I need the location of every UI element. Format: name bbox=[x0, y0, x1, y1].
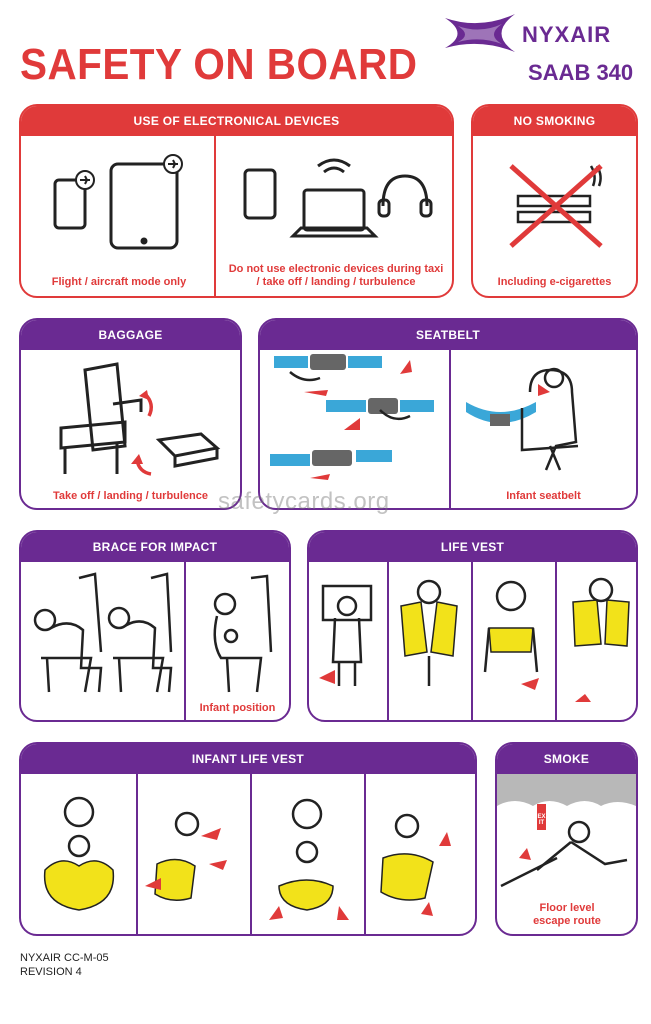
brand-name: NYXAIR bbox=[522, 22, 612, 47]
panel-divider bbox=[250, 774, 252, 934]
brace-panel: BRACE FOR IMPACT Infant position bbox=[19, 530, 291, 722]
panel-divider bbox=[364, 774, 366, 934]
no-smoking-panel-title: NO SMOKING bbox=[473, 106, 636, 136]
life-vest-panel: LIFE VEST bbox=[307, 530, 638, 722]
devices-illustration bbox=[53, 154, 433, 250]
exit-sign: EXIT bbox=[537, 814, 546, 826]
life-vest-panel-title: LIFE VEST bbox=[309, 532, 636, 562]
infant-life-vest-panel-title: INFANT LIFE VEST bbox=[21, 744, 475, 774]
page-title: SAFETY ON BOARD bbox=[20, 40, 418, 89]
infant-life-vest-illustration bbox=[43, 796, 451, 920]
devices-caption-left: Flight / aircraft mode only bbox=[51, 276, 187, 288]
devices-panel-title: USE OF ELECTRONICAL DEVICES bbox=[21, 106, 452, 136]
no-smoking-illustration bbox=[509, 164, 603, 248]
smoke-illustration bbox=[497, 774, 636, 888]
panel-divider bbox=[184, 562, 186, 720]
nyxair-logo-icon bbox=[445, 14, 515, 52]
aircraft-model: SAAB 340 bbox=[528, 60, 634, 85]
seatbelt-panel-title: SEATBELT bbox=[260, 320, 636, 350]
panel-divider bbox=[471, 562, 473, 720]
seatbelt-caption: Infant seatbelt bbox=[506, 490, 581, 502]
devices-caption-right: Do not use electronic devices during tax… bbox=[228, 263, 444, 288]
brace-panel-title: BRACE FOR IMPACT bbox=[21, 532, 289, 562]
no-smoking-panel: NO SMOKING Including e-cigarettes bbox=[471, 104, 638, 298]
smoke-caption: Floor level escape route bbox=[533, 902, 601, 927]
seatbelt-illustration bbox=[270, 354, 579, 480]
devices-panel: USE OF ELECTRONICAL DEVICES Flight / air… bbox=[19, 104, 454, 298]
panel-divider bbox=[449, 350, 451, 508]
baggage-illustration bbox=[59, 362, 221, 476]
panel-divider bbox=[136, 774, 138, 934]
smoke-panel: SMOKE Floor level escape route EXIT bbox=[495, 742, 638, 936]
no-smoking-caption: Including e-cigarettes bbox=[497, 276, 612, 288]
baggage-panel: BAGGAGE Take off / landing / turbulence bbox=[19, 318, 242, 510]
brace-illustration bbox=[33, 572, 273, 693]
panel-divider bbox=[214, 136, 216, 296]
baggage-panel-title: BAGGAGE bbox=[21, 320, 240, 350]
doc-id: NYXAIR CC-M-05 bbox=[20, 952, 109, 964]
panel-divider bbox=[387, 562, 389, 720]
infant-life-vest-panel: INFANT LIFE VEST bbox=[19, 742, 477, 936]
revision: REVISION 4 bbox=[20, 966, 82, 978]
brace-caption: Infant position bbox=[199, 702, 276, 714]
watermark: safetycards.org bbox=[218, 488, 390, 515]
seatbelt-panel: SEATBELT Infant seatbelt bbox=[258, 318, 638, 510]
panel-divider bbox=[555, 562, 557, 720]
life-vest-illustration bbox=[319, 577, 630, 702]
baggage-caption: Take off / landing / turbulence bbox=[52, 490, 209, 502]
smoke-panel-title: SMOKE bbox=[497, 744, 636, 774]
